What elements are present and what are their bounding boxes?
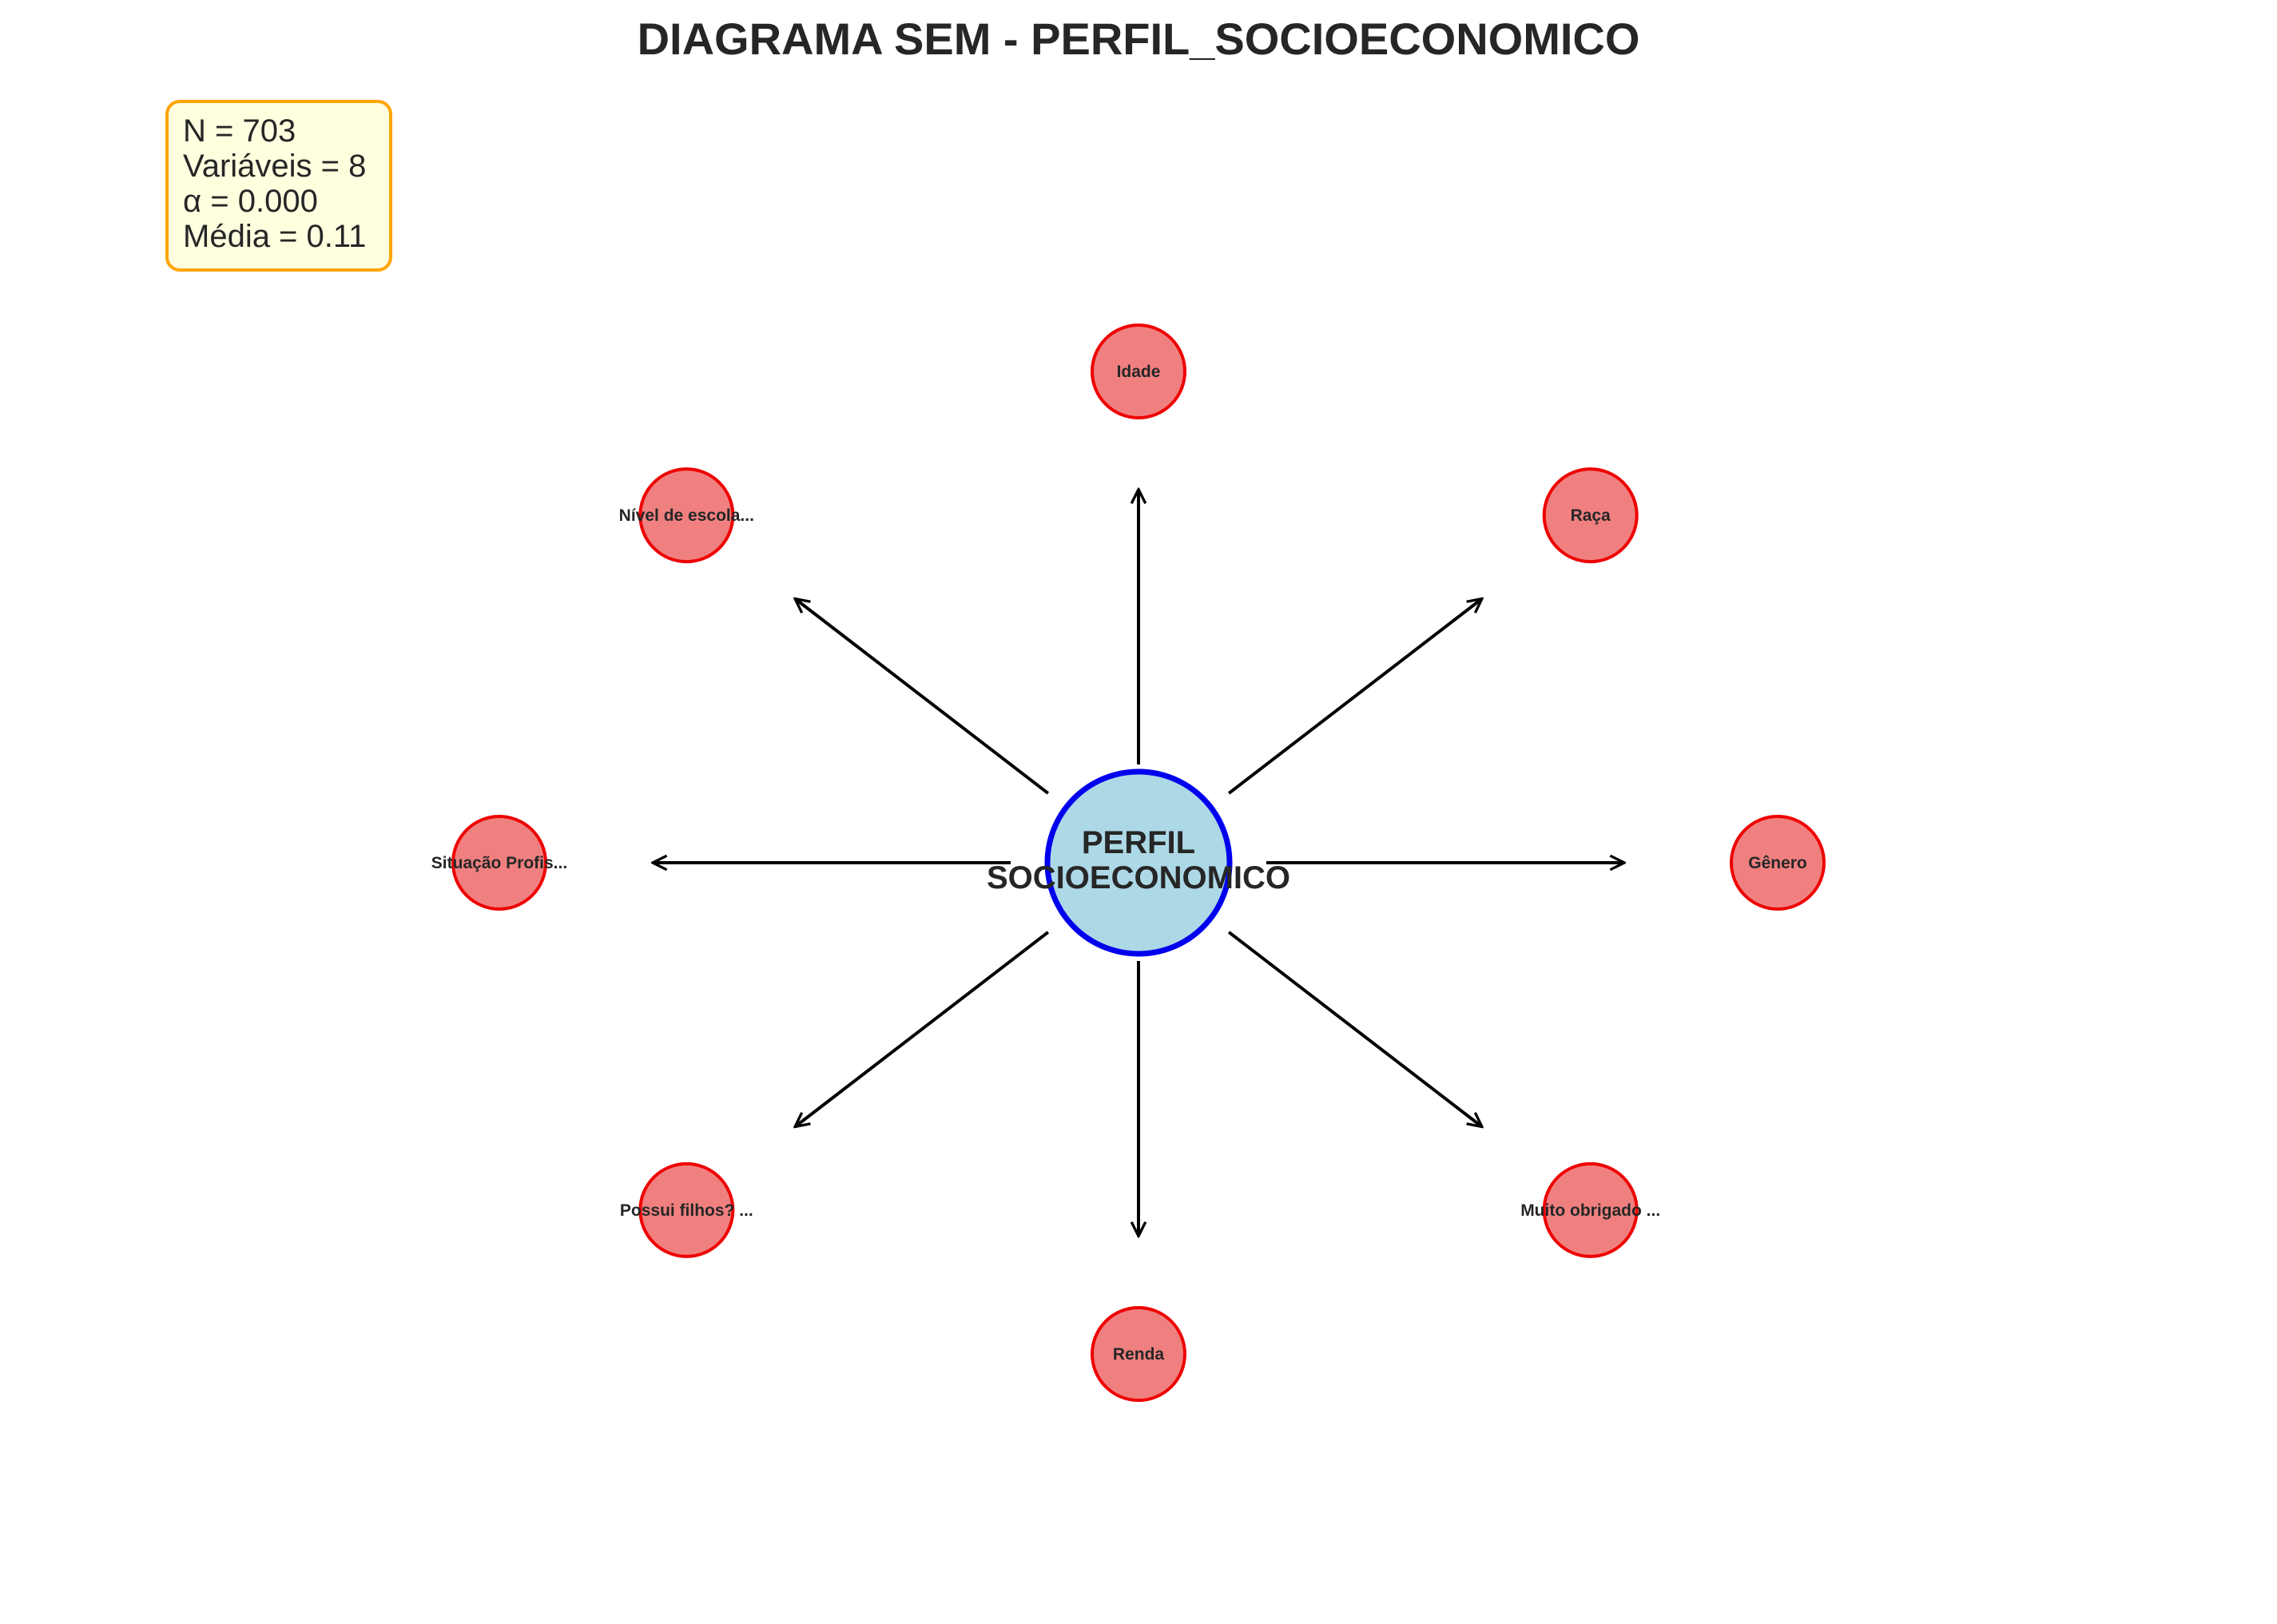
stats-box: N = 703 Variáveis = 8 α = 0.000 Média = … bbox=[165, 100, 392, 272]
latent-node: PERFIL SOCIOECONOMICO bbox=[987, 768, 1290, 957]
indicator-node: Idade bbox=[1091, 324, 1186, 419]
arrows-layer bbox=[653, 490, 1624, 1237]
arrow-to-raca bbox=[1227, 598, 1482, 795]
diagram-title: DIAGRAMA SEM - PERFIL_SOCIOECONOMICO bbox=[638, 14, 1640, 64]
latent-label-line2: SOCIOECONOMICO bbox=[987, 860, 1290, 895]
indicator-circle-situacao-profis bbox=[451, 815, 547, 911]
arrow-to-possui-filhos bbox=[795, 931, 1050, 1127]
indicator-label-nivel-de-escola: Nível de escola... bbox=[619, 506, 754, 525]
indicator-circle-possui-filhos bbox=[638, 1161, 735, 1258]
stats-alpha: α = 0.000 bbox=[183, 184, 318, 219]
indicator-node: Muito obrigado ... bbox=[1520, 1161, 1660, 1258]
stats-box-frame bbox=[165, 100, 392, 272]
latent-node-circle bbox=[1044, 768, 1233, 957]
indicator-circle-muito-obrigado bbox=[1542, 1161, 1639, 1258]
indicator-node: Nível de escola... bbox=[619, 467, 754, 564]
indicator-node: Situação Profis... bbox=[431, 815, 567, 911]
stats-variaveis: Variáveis = 8 bbox=[183, 149, 366, 184]
stats-media: Média = 0.11 bbox=[183, 219, 366, 254]
indicator-node: Renda bbox=[1091, 1306, 1186, 1402]
indicator-label-idade: Idade bbox=[1117, 363, 1161, 381]
indicator-label-renda: Renda bbox=[1113, 1345, 1165, 1364]
indicator-circle-renda bbox=[1091, 1306, 1186, 1402]
indicator-circle-genero bbox=[1730, 815, 1826, 911]
indicator-label-genero: Gênero bbox=[1748, 854, 1807, 872]
indicator-node: Gênero bbox=[1730, 815, 1826, 911]
arrow-to-muito-obrigado bbox=[1227, 931, 1482, 1127]
latent-label-line1: PERFIL bbox=[1082, 825, 1195, 860]
indicator-circle-raca bbox=[1542, 467, 1639, 564]
indicator-label-muito-obrigado: Muito obrigado ... bbox=[1520, 1201, 1660, 1220]
indicator-circle-idade bbox=[1091, 324, 1186, 419]
arrow-to-nivel-de-escola bbox=[795, 598, 1050, 795]
indicator-node: Possui filhos? ... bbox=[620, 1161, 753, 1258]
indicator-node: Raça bbox=[1542, 467, 1639, 564]
indicator-label-raca: Raça bbox=[1571, 506, 1611, 525]
stats-n: N = 703 bbox=[183, 113, 296, 149]
indicator-circle-nivel-de-escola bbox=[638, 467, 735, 564]
indicator-label-situacao-profis: Situação Profis... bbox=[431, 854, 567, 872]
indicator-label-possui-filhos: Possui filhos? ... bbox=[620, 1201, 753, 1220]
